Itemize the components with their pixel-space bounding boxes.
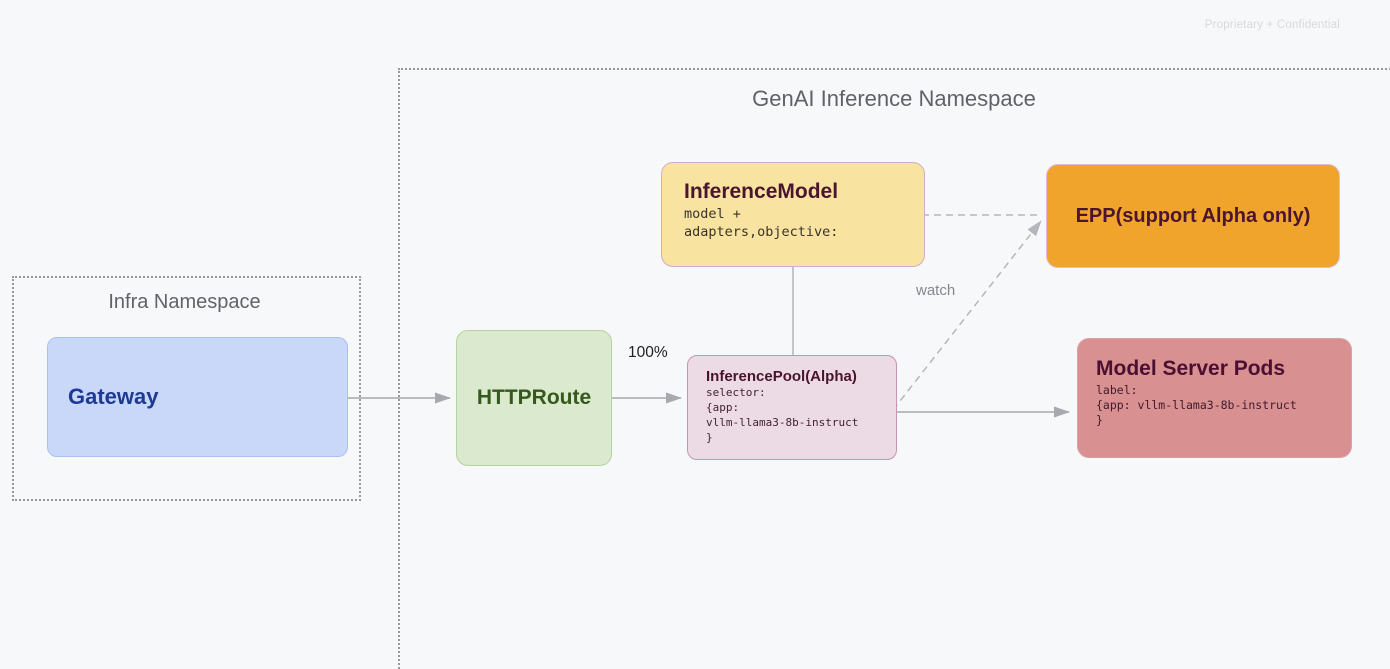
model-server-pods-code: label: {app: vllm-llama3-8b-instruct }: [1096, 383, 1333, 428]
inference-model-title: InferenceModel: [684, 180, 839, 203]
watch-label: watch: [916, 282, 956, 299]
inference-model-code: model + adapters,objective:: [684, 206, 902, 241]
inference-model-node: InferenceModel model + adapters,objectiv…: [661, 162, 925, 267]
gateway-title: Gateway: [68, 384, 159, 409]
inference-pool-node: InferencePool(Alpha) selector: {app: vll…: [687, 355, 897, 460]
model-server-pods-title: Model Server Pods: [1096, 357, 1286, 380]
confidential-label: Proprietary + Confidential: [1204, 19, 1340, 31]
inference-pool-code-line: }: [706, 430, 713, 444]
model-server-pods-code-line: label:: [1096, 383, 1138, 397]
inference-model-code-line: model +: [684, 206, 741, 222]
infra-namespace-title: Infra Namespace: [108, 291, 261, 313]
inference-pool-code: selector: {app: vllm-llama3-8b-instruct …: [706, 386, 878, 445]
epp-node: EPP(support Alpha only): [1046, 164, 1340, 268]
inference-pool-code-line: vllm-llama3-8b-instruct: [706, 415, 859, 429]
httproute-title: HTTPRoute: [476, 386, 592, 409]
gateway-node: Gateway: [47, 337, 348, 457]
model-server-pods-code-line: }: [1096, 412, 1103, 427]
model-server-pods-node: Model Server Pods label: {app: vllm-llam…: [1077, 338, 1352, 458]
genai-namespace-box: [398, 68, 1390, 669]
model-server-pods-code-line: {app: vllm-llama3-8b-instruct: [1096, 397, 1297, 412]
edge-inferencepool-watch-epp: [892, 220, 1042, 411]
inference-model-code-line: adapters,objective:: [684, 223, 839, 240]
httproute-node: HTTPRoute: [456, 330, 612, 466]
inference-pool-title: InferencePool(Alpha): [706, 368, 857, 385]
genai-namespace-title: GenAI Inference Namespace: [752, 86, 1036, 111]
traffic-percent-label: 100%: [628, 344, 668, 361]
infra-namespace-box: [12, 276, 361, 501]
inference-pool-code-line: selector:: [706, 386, 766, 399]
inference-pool-code-line: {app:: [706, 400, 740, 414]
epp-title: EPP(support Alpha only): [1075, 204, 1311, 227]
